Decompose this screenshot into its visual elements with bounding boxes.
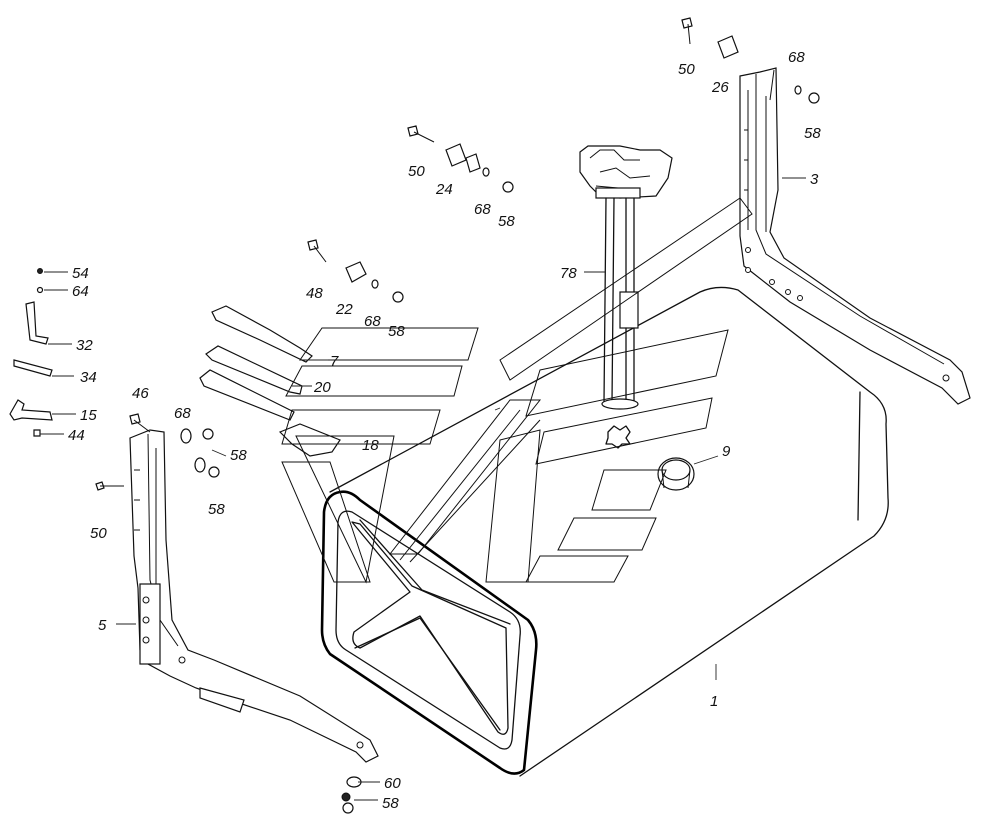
label-48: 48 [306, 285, 323, 302]
fasteners-right [681, 17, 820, 104]
label-7: 7 [330, 353, 339, 370]
bracket-right [739, 67, 971, 405]
label-58-left-upper: 58 [230, 447, 247, 464]
filler-cap [657, 457, 695, 491]
label-18: 18 [362, 437, 379, 454]
label-3: 3 [810, 171, 819, 188]
fasteners-bottom [341, 776, 362, 814]
small-parts-left [9, 268, 53, 437]
label-58-center: 58 [498, 213, 515, 230]
label-58-right: 58 [804, 125, 821, 142]
fasteners-center [407, 125, 514, 193]
label-34: 34 [80, 369, 97, 386]
part-labels: 1 3 5 7 9 15 18 20 22 24 26 32 34 44 46 … [68, 49, 821, 812]
label-20: 20 [313, 379, 331, 396]
label-26: 26 [711, 79, 729, 96]
label-58-bottom: 58 [382, 795, 399, 812]
label-50-center: 50 [408, 163, 425, 180]
label-1: 1 [710, 693, 718, 710]
label-64: 64 [72, 283, 89, 300]
label-9: 9 [722, 443, 731, 460]
leader-lines [40, 177, 806, 801]
label-68-left: 68 [174, 405, 191, 422]
bracket-left [129, 429, 379, 763]
watermark-logo [281, 197, 753, 584]
label-78: 78 [560, 265, 577, 282]
label-24: 24 [435, 181, 453, 198]
label-15: 15 [80, 407, 97, 424]
label-46: 46 [132, 385, 149, 402]
label-50-left: 50 [90, 525, 107, 542]
label-32: 32 [76, 337, 93, 354]
label-44: 44 [68, 427, 85, 444]
label-58-strap: 58 [388, 323, 405, 340]
fasteners-strap [307, 239, 404, 303]
fuel-tank [320, 286, 889, 777]
label-5: 5 [98, 617, 107, 634]
label-22: 22 [335, 301, 353, 318]
label-60: 60 [384, 775, 401, 792]
level-sensor [579, 145, 673, 410]
label-68-right: 68 [788, 49, 805, 66]
label-50-right: 50 [678, 61, 695, 78]
label-54: 54 [72, 265, 89, 282]
bolts-left [95, 413, 220, 491]
label-68-strap: 68 [364, 313, 381, 330]
label-68-center: 68 [474, 201, 491, 218]
label-58-left-lower: 58 [208, 501, 225, 518]
